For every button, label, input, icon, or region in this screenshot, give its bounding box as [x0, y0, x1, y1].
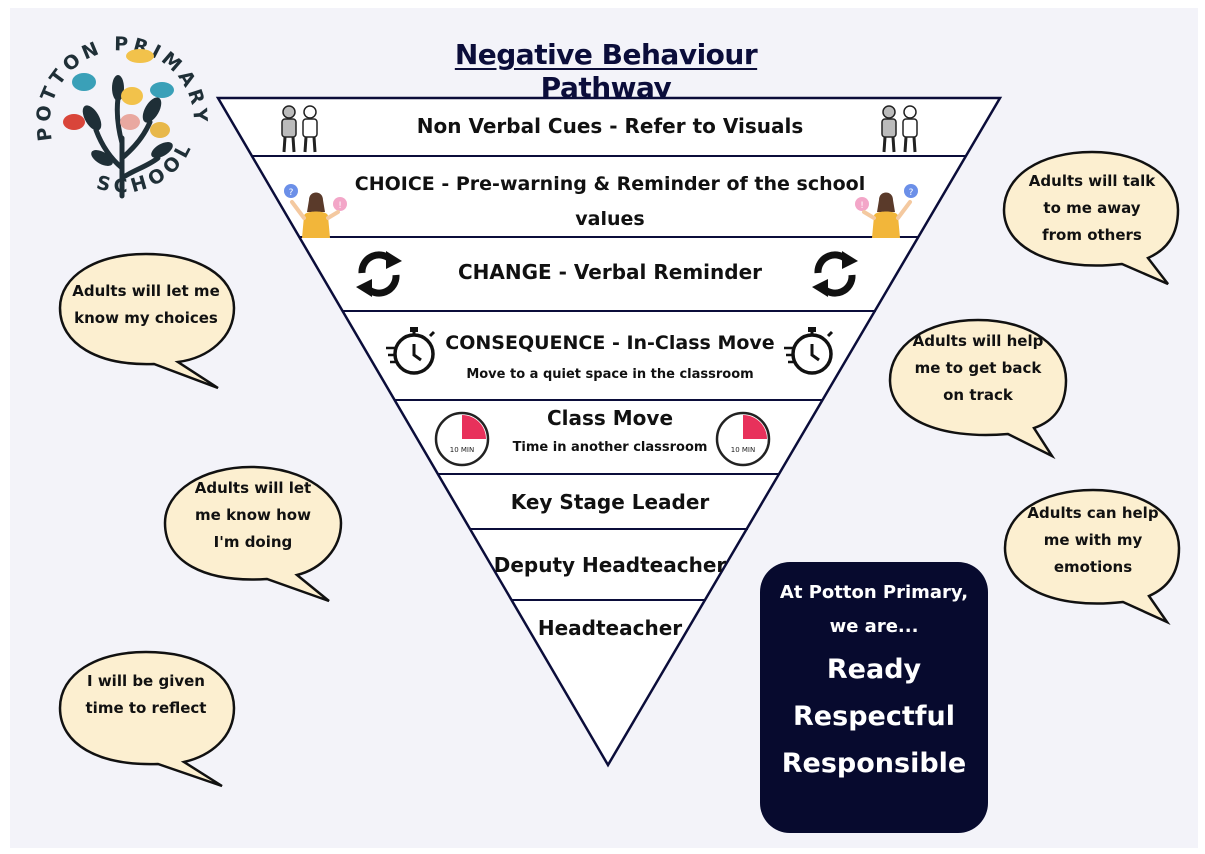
level-choice-line1: CHOICE - Pre-warning & Reminder of the s…: [354, 173, 866, 195]
timer-label: 10 MIN: [450, 446, 474, 454]
speech-bubble: Adults will help me to get back on track: [888, 318, 1068, 460]
speech-bubble: I will be given time to reflect: [58, 650, 238, 790]
ten-minute-timer-icon: 10 MIN: [434, 411, 490, 467]
bubble-text: Adults will let me know my choices: [72, 282, 220, 327]
level-consequence: CONSEQUENCE - In-Class Move: [445, 332, 775, 354]
fast-stopwatch-icon: [784, 327, 834, 375]
people-talking-icon: [281, 105, 318, 153]
level-non-verbal-cues: Non Verbal Cues - Refer to Visuals: [416, 114, 804, 138]
level-class-move: Class Move: [546, 406, 674, 430]
bubble-text: I will be given time to reflect: [85, 672, 207, 717]
speech-bubble: Adults can help me with my emotions: [1003, 488, 1183, 628]
bubble-text: Adults can help me with my emotions: [1027, 504, 1159, 576]
level-deputy-headteacher: Deputy Headteacher: [493, 553, 727, 577]
level-change: CHANGE - Verbal Reminder: [457, 260, 763, 284]
timer-label: 10 MIN: [731, 446, 755, 454]
person-choosing-icon: ? !: [284, 184, 347, 238]
bubble-text: Adults will let me know how I'm doing: [194, 479, 312, 551]
refresh-arrows-icon: [812, 251, 858, 297]
level-headteacher: Headteacher: [537, 616, 683, 640]
refresh-arrows-icon: [356, 251, 402, 297]
level-key-stage-leader: Key Stage Leader: [510, 490, 710, 514]
value-respectful: Respectful: [793, 701, 955, 732]
value-responsible: Responsible: [781, 748, 967, 779]
people-talking-icon: [881, 105, 918, 153]
page-title: Negative Behaviour Pathway: [454, 38, 758, 104]
speech-bubble: Adults will let me know how I'm doing: [163, 465, 343, 605]
level-consequence-detail: Move to a quiet space in the classroom: [466, 367, 754, 382]
bubble-text: Adults will help me to get back on track: [912, 332, 1044, 404]
svg-text:?: ?: [289, 188, 294, 198]
svg-text:!: !: [338, 201, 342, 211]
level-class-move-detail: Time in another classroom: [512, 440, 708, 455]
svg-text:!: !: [860, 201, 864, 211]
speech-bubble: Adults will talk to me away from others: [1002, 150, 1182, 290]
ten-minute-timer-icon: 10 MIN: [715, 411, 771, 467]
school-logo: POTTON PRIMARY SCHOOL: [22, 18, 222, 218]
fast-stopwatch-icon: [386, 327, 436, 375]
person-choosing-icon: ? !: [855, 184, 918, 238]
level-choice-line2: values: [575, 208, 645, 230]
values-intro: At Potton Primary, we are...: [779, 582, 969, 637]
bubble-text: Adults will talk to me away from others: [1028, 172, 1156, 244]
value-ready: Ready: [826, 654, 922, 685]
school-values-box: At Potton Primary, we are... Ready Respe…: [760, 562, 988, 833]
pyramid-outline: [215, 96, 1003, 768]
svg-text:?: ?: [909, 188, 914, 198]
speech-bubble: Adults will let me know my choices: [58, 252, 238, 392]
